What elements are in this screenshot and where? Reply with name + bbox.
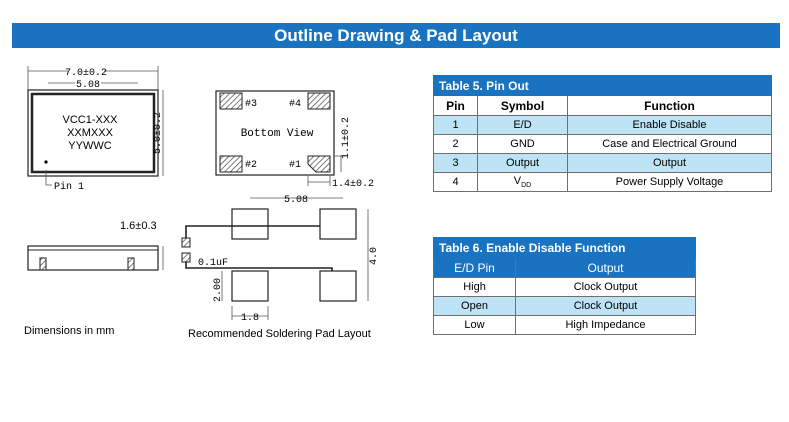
side-view: 1.6±0.3 — [27, 220, 164, 271]
table-row: 2 GND Case and Electrical Ground — [433, 134, 772, 154]
table-enable-disable: Table 6. Enable Disable Function E/D Pin… — [433, 237, 696, 335]
pad4-label: #4 — [289, 99, 301, 110]
table-cell: High Impedance — [515, 315, 696, 335]
table-cell: Output — [477, 153, 568, 173]
dim-inner: 5.08 — [76, 80, 100, 91]
marking-line2: XXMXXX — [67, 127, 114, 139]
outline-drawing: 7.0±0.2 5.08 VCC1-XXX XXMXXX YYWWC Pin 1… — [27, 65, 380, 324]
vdd-subscript: DD — [521, 182, 532, 189]
pad-1 — [307, 155, 331, 173]
table-cell: High — [433, 277, 516, 297]
table6-caption: Table 6. Enable Disable Function — [433, 237, 696, 258]
pad1-label: #1 — [289, 160, 301, 171]
bottom-view: #3 #4 #2 #1 Bottom View 1.1±0.2 1.4±0.2 — [215, 90, 374, 190]
pad-layout: 5.08 0.1uF 4.0 2.00 1.8 — [181, 195, 380, 324]
caption-pad-layout: Recommended Soldering Pad Layout — [188, 328, 371, 340]
dim-pad: 2.00 — [213, 278, 224, 302]
pad-3 — [219, 92, 243, 110]
table-cell: GND — [477, 134, 568, 154]
table-row: Open Clock Output — [433, 296, 696, 316]
table-cell: 1 — [433, 115, 478, 135]
dim-pad-width: 1.4±0.2 — [332, 179, 374, 190]
table-pin-out: Table 5. Pin Out Pin Symbol Function 1 E… — [433, 75, 772, 192]
pad-2 — [219, 155, 243, 173]
table-cell: 4 — [433, 172, 478, 192]
dim-width: 5.0±0.2 — [153, 112, 164, 154]
pad3-label: #3 — [245, 99, 257, 110]
table-cell: 2 — [433, 134, 478, 154]
dim-length: 7.0±0.2 — [65, 68, 107, 79]
table-row: 4 VDD Power Supply Voltage — [433, 172, 772, 192]
table5-caption: Table 5. Pin Out — [433, 75, 772, 96]
caption-dimensions: Dimensions in mm — [24, 325, 115, 337]
table-row: High Clock Output — [433, 277, 696, 297]
top-view: 7.0±0.2 5.08 VCC1-XXX XXMXXX YYWWC Pin 1… — [27, 65, 164, 193]
dim-pad-height: 1.1±0.2 — [341, 117, 352, 159]
pad-4 — [307, 92, 331, 110]
table-cell: Open — [433, 296, 516, 316]
table-cell: Clock Output — [515, 277, 696, 297]
table-cell: Case and Electrical Ground — [567, 134, 772, 154]
table5-header: Pin — [433, 95, 478, 116]
table-cell: Clock Output — [515, 296, 696, 316]
vdd-symbol: V — [513, 175, 522, 187]
dim-layout-height: 4.0 — [369, 247, 380, 265]
dim-spacing: 5.08 — [284, 195, 308, 206]
table-cell: 3 — [433, 153, 478, 173]
dim-gap: 1.8 — [241, 313, 259, 324]
table-row: 3 Output Output — [433, 153, 772, 173]
pin1-dot — [44, 160, 48, 164]
table-cell: Low — [433, 315, 516, 335]
table-row: 1 E/D Enable Disable — [433, 115, 772, 135]
table-cell: Power Supply Voltage — [567, 172, 772, 192]
pad2-label: #2 — [245, 160, 257, 171]
table6-header: Output — [515, 257, 696, 278]
page-title: Outline Drawing & Pad Layout — [12, 23, 780, 48]
pin1-label: Pin 1 — [54, 181, 84, 193]
dim-height: 1.6±0.3 — [120, 220, 157, 232]
bottom-view-label: Bottom View — [241, 128, 314, 140]
table-cell: Enable Disable — [567, 115, 772, 135]
table-cell: VDD — [477, 172, 568, 192]
cap-label: 0.1uF — [198, 258, 228, 269]
marking-line1: VCC1-XXX — [62, 114, 118, 126]
table5-header: Symbol — [477, 95, 568, 116]
table-cell: E/D — [477, 115, 568, 135]
table-row: Low High Impedance — [433, 315, 696, 335]
table-cell: Output — [567, 153, 772, 173]
table6-header: E/D Pin — [433, 257, 516, 278]
table5-header: Function — [567, 95, 772, 116]
marking-line3: YYWWC — [68, 140, 111, 152]
